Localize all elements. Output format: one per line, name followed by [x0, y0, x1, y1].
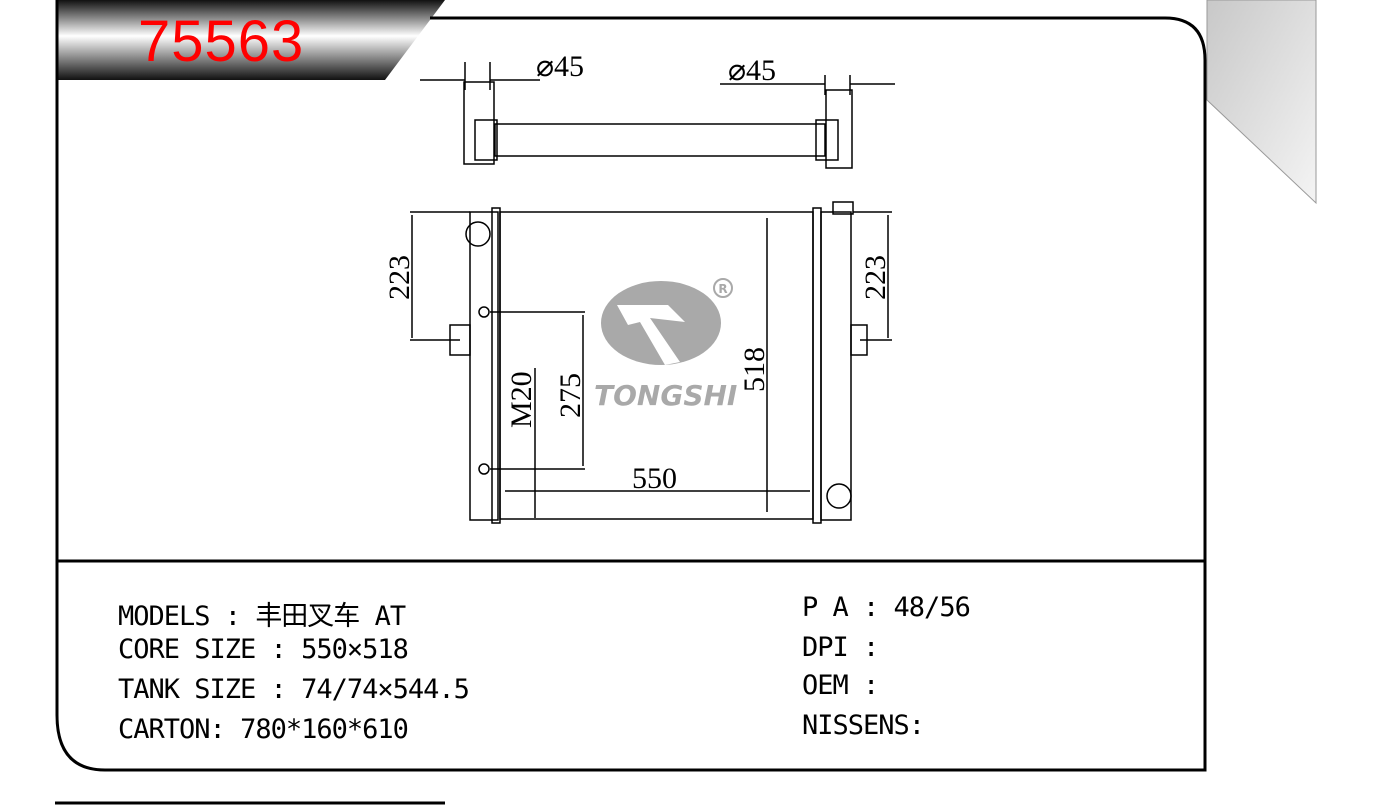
logo: R TONGSHI: [594, 278, 737, 412]
left-height-label: 223: [383, 255, 416, 300]
corner-decoration: [1206, 0, 1317, 205]
spec-tank-size: TANK SIZE : 74/74×544.5: [118, 674, 470, 705]
mount-spacing-label: 275: [554, 373, 587, 418]
front-view-drawing: [410, 201, 892, 524]
spec-nissens: NISSENS:: [802, 710, 925, 741]
top-view-drawing: [420, 62, 895, 169]
part-number: 75563: [138, 9, 305, 74]
right-height-label: 223: [859, 255, 892, 300]
brand-name: TONGSHI: [594, 379, 737, 412]
part-number-tab: [57, 0, 445, 80]
outer-border: [55, 0, 1207, 772]
spec-dpi: DPI :: [802, 632, 879, 663]
spec-core-size: CORE SIZE : 550×518: [118, 634, 409, 665]
core-width-label: 550: [632, 462, 677, 495]
spec-pa: P A : 48/56: [802, 592, 971, 623]
outlet-diameter-label: ⌀45: [728, 54, 776, 87]
spec-oem: OEM :: [802, 670, 879, 701]
spec-carton: CARTON: 780*160*610: [118, 714, 409, 745]
core-height-label: 518: [738, 347, 771, 392]
thread-label: M20: [505, 371, 538, 428]
svg-text:R: R: [718, 282, 727, 296]
inlet-diameter-label: ⌀45: [536, 50, 584, 83]
spec-models: MODELS : 丰田叉车 AT: [118, 601, 406, 632]
